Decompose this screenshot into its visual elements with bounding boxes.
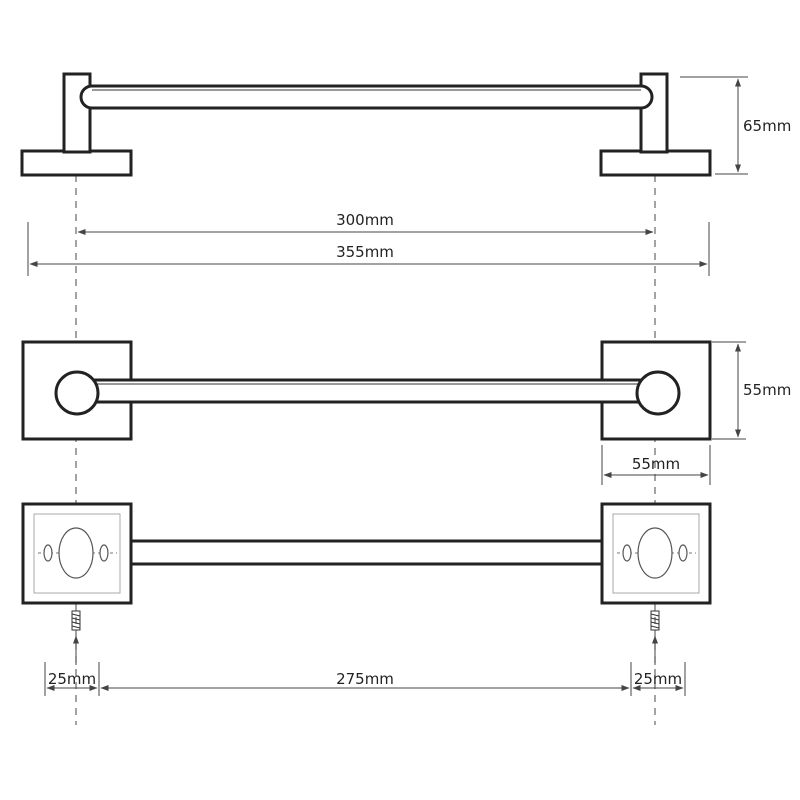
- top-left-post-cap: [54, 370, 100, 416]
- top-bar: [86, 378, 646, 404]
- mounting-view: [21, 502, 712, 631]
- plate-height-dimension: 55mm: [712, 341, 791, 440]
- mount-left-center-hole: [58, 527, 94, 579]
- top-right-post-cap: [635, 370, 681, 416]
- length-dimensions: 300mm 355mm: [27, 211, 710, 276]
- right-screw-icon: [650, 610, 660, 631]
- overall-length-label: 355mm: [336, 243, 394, 261]
- mount-left-plate: [21, 502, 133, 605]
- side-bar: [79, 84, 654, 110]
- side-right-base: [599, 149, 712, 177]
- plate-width-dimension: 55mm: [601, 445, 711, 485]
- mount-right-screw-slot-a: [622, 544, 632, 562]
- plate-height-label: 55mm: [743, 381, 791, 399]
- left-screw-icon: [71, 610, 81, 631]
- mount-bar: [129, 539, 604, 566]
- top-view: [21, 340, 712, 441]
- right-offset-label: 25mm: [634, 670, 682, 688]
- left-offset-label: 25mm: [48, 670, 96, 688]
- height-dimension: 65mm: [680, 76, 791, 175]
- center-distance-label: 300mm: [336, 211, 394, 229]
- height-dimension-label: 65mm: [743, 117, 791, 135]
- mount-left-screw-slot-b: [99, 544, 109, 562]
- screw-spacing-label: 275mm: [336, 670, 394, 688]
- mount-right-center-hole: [637, 527, 673, 579]
- side-view: [20, 72, 712, 177]
- mounting-dimensions: 25mm 275mm 25mm: [44, 662, 686, 696]
- mount-left-screw-slot-a: [43, 544, 53, 562]
- mount-right-plate: [600, 502, 712, 605]
- mount-right-screw-slot-b: [678, 544, 688, 562]
- side-left-post: [62, 72, 92, 154]
- plate-width-label: 55mm: [632, 455, 680, 473]
- side-left-base: [20, 149, 133, 177]
